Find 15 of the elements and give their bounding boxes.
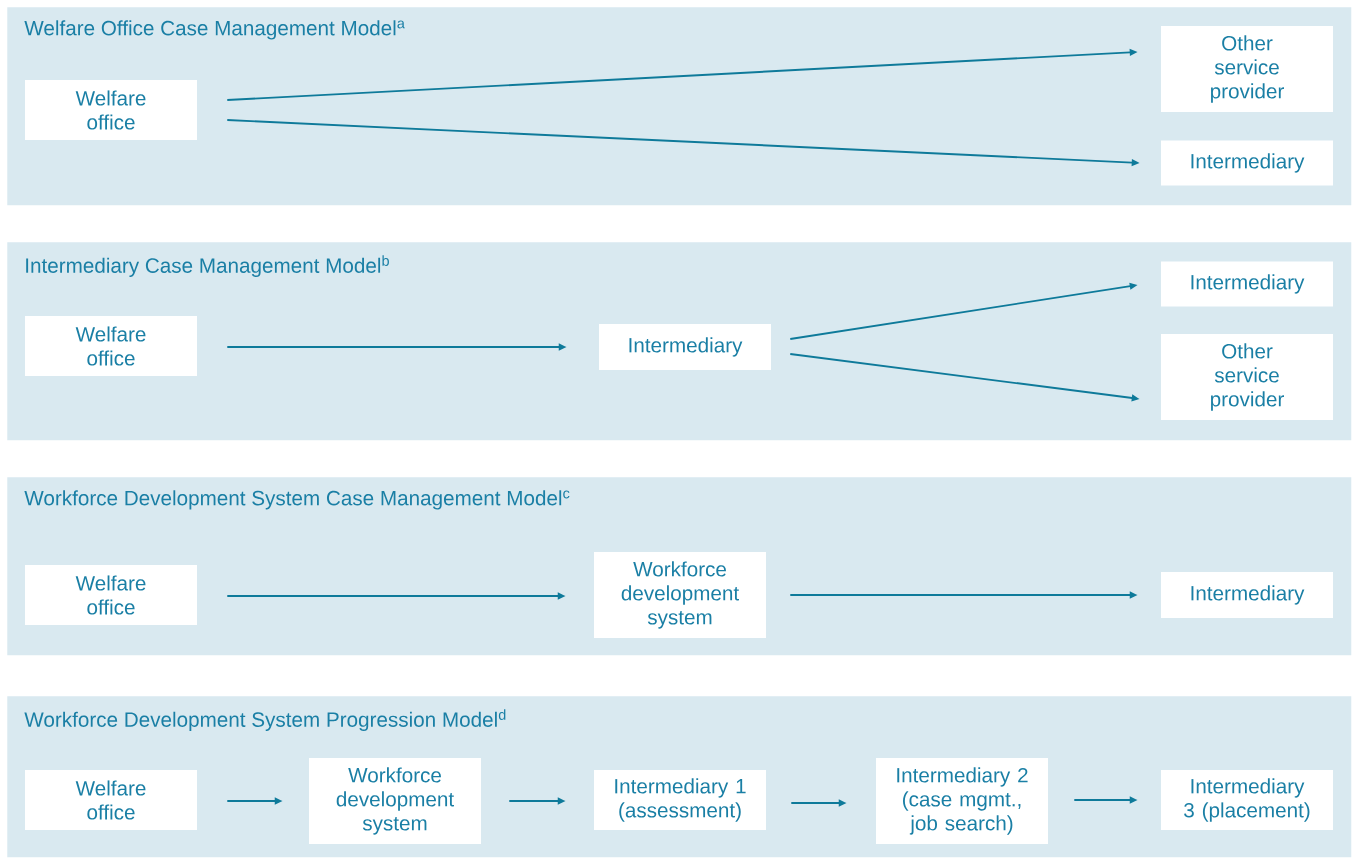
entity-box: Intermediary 2 (case mgmt., job search): [876, 758, 1048, 844]
entity-box: Other service provider: [1161, 334, 1333, 420]
entity-box: Other service provider: [1161, 26, 1333, 112]
entity-box: Intermediary: [1161, 261, 1333, 307]
entity-box: Welfare office: [25, 565, 197, 625]
entity-box: Intermediary 3 (placement): [1161, 770, 1333, 830]
entity-box: Workforce development system: [594, 552, 766, 638]
entity-box: Intermediary: [599, 324, 771, 370]
entity-box: Welfare office: [25, 770, 197, 830]
entity-box: Welfare office: [25, 316, 197, 376]
entity-box: Intermediary: [1161, 572, 1333, 618]
entity-box: Welfare office: [25, 80, 197, 140]
entity-box: Intermediary 1 (assessment): [594, 770, 766, 830]
entity-box: Workforce development system: [309, 758, 481, 844]
entity-box: Intermediary: [1161, 140, 1333, 186]
